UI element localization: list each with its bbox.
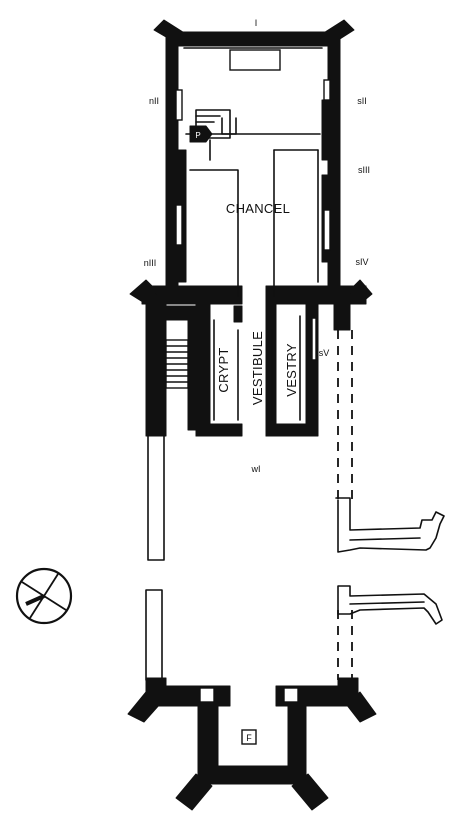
label-vestibule: VESTIBULE bbox=[250, 331, 265, 405]
label-window-s4: sIV bbox=[355, 257, 368, 267]
window-labels: I nII nIII sII sIII sIV sV wI bbox=[144, 18, 370, 474]
label-window-s3: sIII bbox=[358, 165, 370, 175]
compass-icon bbox=[15, 567, 73, 625]
label-window-s5: sV bbox=[319, 348, 330, 358]
pulpit-label: P bbox=[195, 131, 200, 140]
tower-bottom-wall bbox=[197, 765, 307, 785]
label-window-n2: nII bbox=[149, 96, 159, 106]
room-labels: CHANCEL CRYPT VESTIBULE VESTRY bbox=[216, 201, 299, 405]
tower-openings bbox=[199, 687, 299, 703]
vestry-divider bbox=[265, 303, 277, 437]
south-wall-pier bbox=[321, 99, 335, 161]
east-wall bbox=[165, 31, 341, 47]
label-window-n3: nIII bbox=[144, 258, 157, 268]
middle-walls bbox=[145, 293, 351, 437]
south-annex-top bbox=[335, 497, 445, 553]
label-window-s2: sII bbox=[357, 96, 367, 106]
label-window-east: I bbox=[255, 18, 258, 28]
crypt-south-wall bbox=[195, 303, 211, 437]
buttress-sw-chancel bbox=[129, 279, 159, 305]
nave-walls bbox=[145, 330, 353, 681]
pulpit-marker: P bbox=[189, 125, 213, 143]
south-extensions bbox=[335, 497, 445, 625]
tower-buttress-sw bbox=[175, 773, 213, 811]
label-vestry: VESTRY bbox=[284, 343, 299, 397]
label-crypt: CRYPT bbox=[216, 347, 231, 392]
crypt-divider bbox=[233, 305, 243, 323]
chancel-window-openings bbox=[175, 49, 331, 251]
font-marker: F bbox=[241, 729, 257, 745]
crypt-bottom-wall bbox=[195, 423, 243, 437]
crypt-north-wall bbox=[145, 303, 167, 437]
tower-buttress-se bbox=[291, 773, 329, 811]
crypt-stair bbox=[165, 339, 189, 389]
font-label: F bbox=[246, 733, 252, 743]
south-tower-pier bbox=[333, 293, 351, 331]
label-window-w1: wI bbox=[251, 464, 261, 474]
label-chancel: CHANCEL bbox=[226, 201, 290, 216]
nave-north-wall-lower bbox=[145, 589, 163, 681]
buttress-se-chancel bbox=[347, 279, 373, 305]
middle-inner-lines bbox=[213, 315, 317, 421]
chancel-furnishings bbox=[183, 47, 323, 297]
nave-north-wall-upper bbox=[147, 435, 165, 561]
south-annex-bottom bbox=[337, 585, 443, 625]
chancel-west-wall-left bbox=[141, 285, 243, 305]
